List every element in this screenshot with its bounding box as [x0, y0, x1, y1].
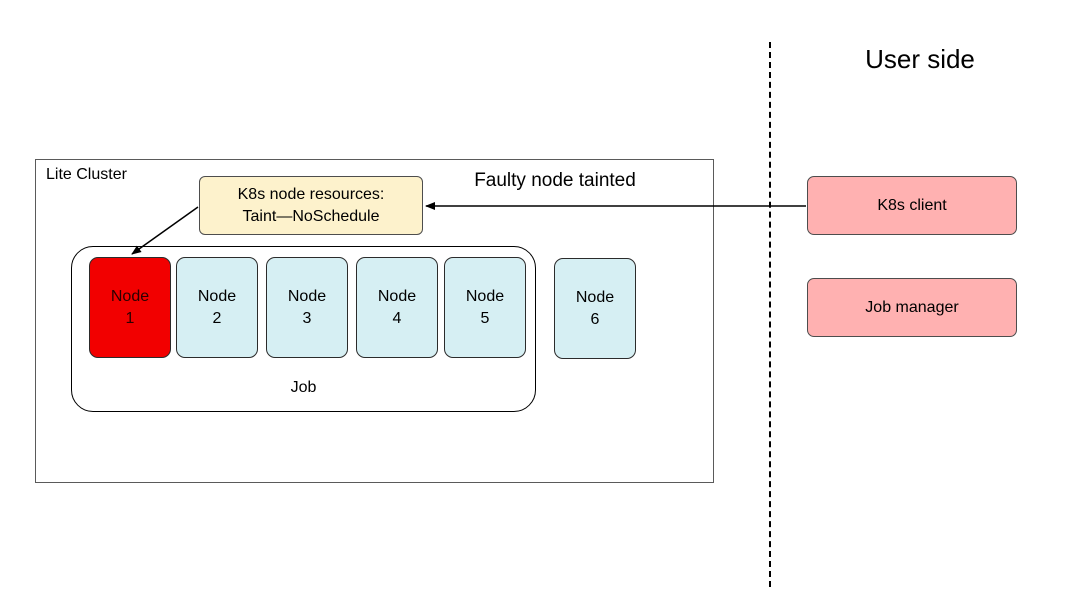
node-4: Node 4 [356, 257, 438, 358]
node-5-number: 5 [480, 309, 490, 327]
taint-to-node1-arrow [131, 206, 199, 255]
node-6-number: 6 [590, 310, 600, 328]
taint-box-line-2: Taint—NoSchedule [242, 207, 380, 225]
taint-resource-box: K8s node resources: Taint—NoSchedule [199, 176, 423, 235]
user-side-title: User side [865, 44, 975, 74]
node-3-word: Node [287, 287, 327, 305]
node-4-number: 4 [392, 309, 402, 327]
node-3-number: 3 [302, 309, 312, 327]
node-6-word: Node [575, 288, 615, 306]
k8s-client-box: K8s client [807, 176, 1017, 235]
job-label: Job [290, 379, 317, 396]
k8s-client-label: K8s client [877, 196, 947, 214]
node-1-number: 1 [125, 309, 135, 327]
node-2-word: Node [197, 287, 237, 305]
node-3: Node 3 [266, 257, 348, 358]
node-2-number: 2 [212, 309, 222, 327]
faulty-node-label: Faulty node tainted [474, 170, 636, 191]
job-group-box [71, 246, 536, 412]
taint-box-line-1: K8s node resources: [237, 185, 385, 203]
lite-cluster-box [35, 159, 714, 483]
node-5-word: Node [465, 287, 505, 305]
node-5: Node 5 [444, 257, 526, 358]
lite-cluster-label: Lite Cluster [46, 166, 127, 183]
node-4-word: Node [377, 287, 417, 305]
job-manager-label: Job manager [865, 298, 959, 316]
node-2: Node 2 [176, 257, 258, 358]
node-1-word: Node [110, 287, 150, 305]
node-6: Node 6 [554, 258, 636, 359]
node-1: Node 1 [89, 257, 171, 358]
boundary-divider [769, 42, 771, 587]
job-manager-box: Job manager [807, 278, 1017, 337]
